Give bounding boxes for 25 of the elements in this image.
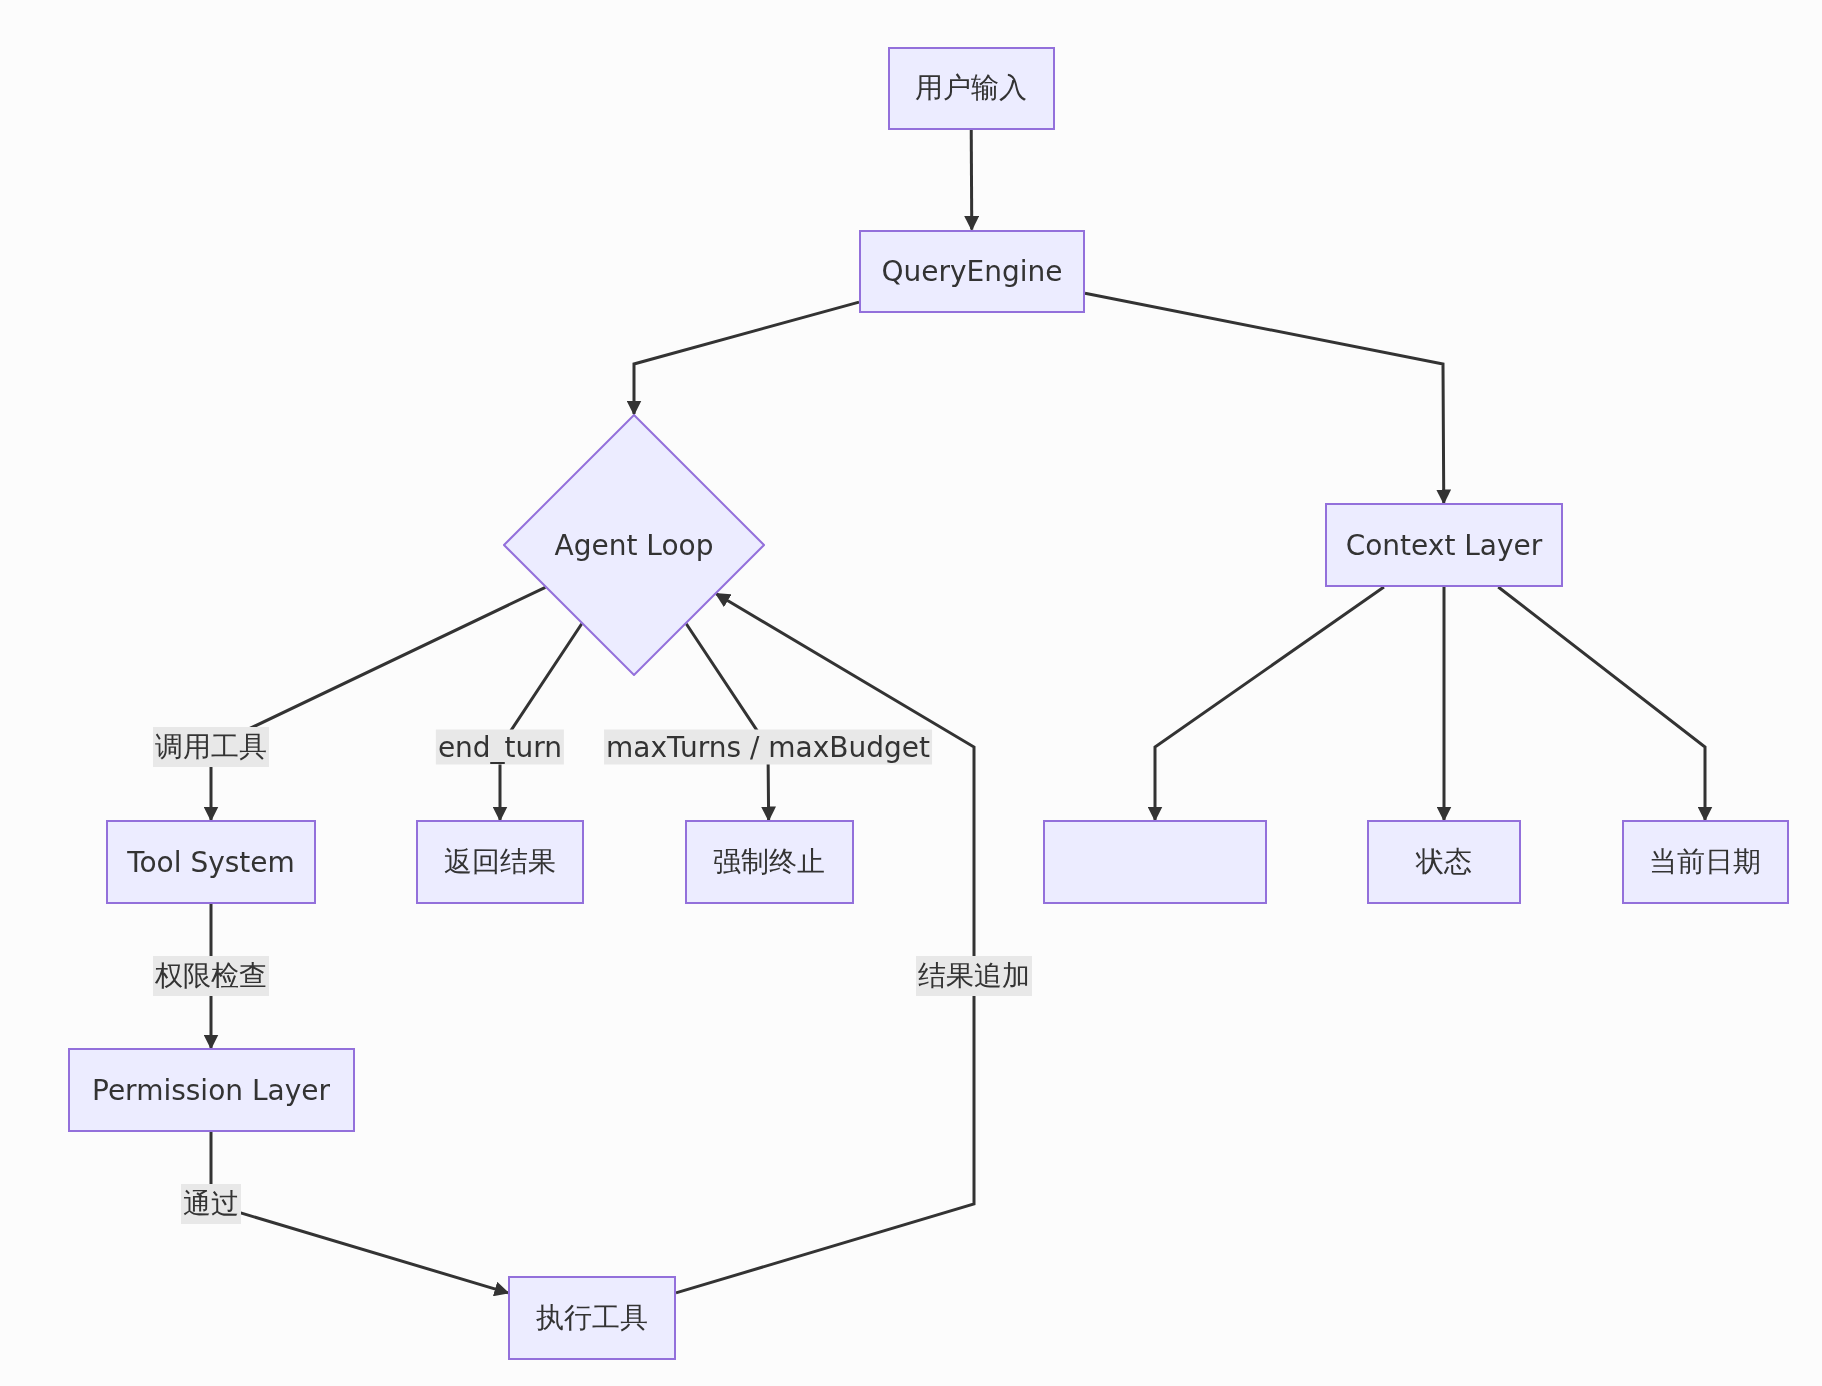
edge-label: 结果追加: [916, 956, 1032, 996]
arrow: [675, 592, 976, 1295]
arrow: [1084, 291, 1452, 505]
arrow: [1147, 585, 1385, 822]
edge-label: 权限检查: [153, 956, 269, 996]
process-box: Permission Layer: [67, 1048, 355, 1132]
process-box: Tool System: [106, 820, 316, 904]
edge-label: end_turn: [435, 729, 565, 765]
process-box: 返回结果: [416, 820, 584, 904]
arrow: [626, 300, 860, 416]
process-box: 状态: [1367, 820, 1521, 904]
decision-diamond: Agent Loop: [503, 414, 765, 676]
arrow: [1436, 587, 1452, 822]
process-box: 当前日期: [1621, 820, 1789, 904]
empty-box: [1043, 820, 1267, 904]
process-box: 执行工具: [508, 1276, 676, 1360]
edge-label: maxTurns / maxBudget: [604, 729, 932, 765]
process-box: QueryEngine: [859, 229, 1085, 313]
process-box: 强制终止: [684, 820, 854, 904]
process-box: Context Layer: [1325, 503, 1563, 587]
edge-label: 调用工具: [153, 727, 269, 767]
arrow: [1497, 585, 1713, 822]
edge-label: 通过: [181, 1184, 241, 1224]
arrow: [964, 129, 980, 231]
process-box: 用户输入: [887, 46, 1055, 130]
